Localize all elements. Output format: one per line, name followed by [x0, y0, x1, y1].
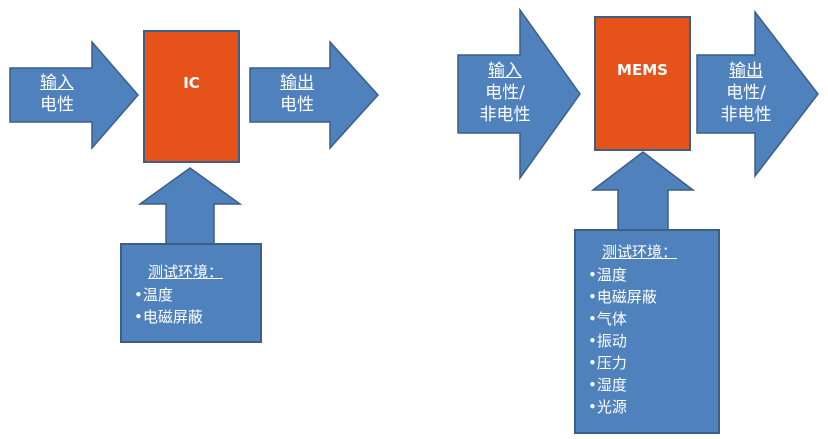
mems-chip-label: MEMS [617, 60, 668, 79]
ic-input-arrow [9, 39, 139, 151]
mems-input-line: 非电性 [479, 105, 531, 125]
ic-output-head: 输出 [280, 73, 314, 93]
ic-output-arrow [249, 40, 380, 150]
mems-output-line: 非电性 [720, 105, 772, 125]
ic-input-label: 输入 电性 [22, 72, 92, 116]
mems-environment-box: 测试环境： •温度 •电磁屏蔽 •气体 •振动 •压力 •湿度 •光源 [574, 229, 720, 434]
ic-environment-item: •电磁屏蔽 [134, 308, 203, 326]
ic-environment-title: 测试环境： [148, 263, 224, 281]
ic-input-head: 输入 [40, 73, 74, 93]
mems-environment-item: •光源 [588, 398, 627, 416]
mems-environment-title: 测试环境： [602, 243, 678, 261]
ic-input-line: 电性 [40, 95, 74, 115]
mems-environment-item: •压力 [588, 354, 627, 372]
mems-environment-item: •振动 [588, 332, 627, 350]
mems-chip: MEMS [594, 16, 691, 151]
mems-environment-arrow [590, 151, 696, 231]
mems-environment-item: •湿度 [588, 376, 627, 394]
mems-input-head: 输入 [488, 61, 522, 81]
mems-output-line: 电性/ [726, 83, 766, 103]
ic-environment-item: •温度 [134, 286, 173, 304]
mems-environment-item: •温度 [588, 266, 627, 284]
mems-input-line: 电性/ [485, 83, 525, 103]
mems-input-label: 输入 电性/ 非电性 [468, 60, 542, 126]
ic-output-label: 输出 电性 [262, 72, 332, 116]
ic-output-line: 电性 [280, 95, 314, 115]
mems-output-head: 输出 [729, 61, 763, 81]
mems-output-label: 输出 电性/ 非电性 [709, 60, 783, 126]
mems-environment-item: •电磁屏蔽 [588, 288, 657, 306]
mems-input-arrow [457, 7, 581, 181]
ic-environment-box: 测试环境： •温度 •电磁屏蔽 [120, 243, 262, 343]
mems-environment-item: •气体 [588, 310, 627, 328]
ic-environment-arrow [137, 167, 243, 245]
mems-output-arrow [696, 9, 819, 179]
ic-chip: IC [143, 30, 240, 163]
ic-chip-label: IC [183, 73, 200, 92]
